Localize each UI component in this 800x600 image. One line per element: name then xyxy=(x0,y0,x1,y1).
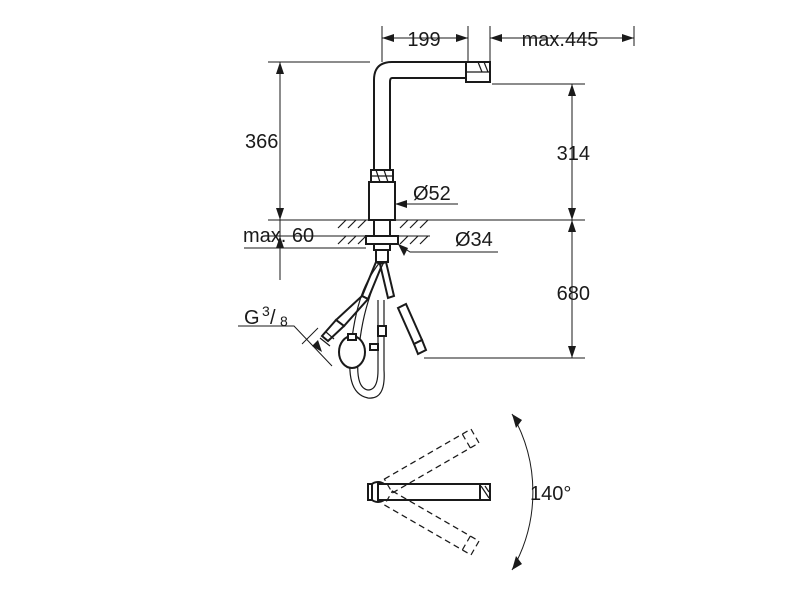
dim-diameter-52: Ø52 xyxy=(413,183,451,205)
thread-prefix: G xyxy=(244,307,260,329)
dim-680: 680 xyxy=(557,283,590,305)
faucet-top-view xyxy=(367,413,534,571)
dim-199: 199 xyxy=(407,29,440,51)
connection-thread-label: G 3 / 8 xyxy=(244,303,288,329)
thread-denominator: 8 xyxy=(280,313,288,329)
faucet-side-view xyxy=(336,61,491,263)
dim-diameter-34: Ø34 xyxy=(455,229,493,251)
dim-366: 366 xyxy=(245,131,278,153)
hoses xyxy=(319,260,428,399)
thread-slash: / xyxy=(270,307,276,329)
dim-max-445: max.445 xyxy=(522,29,599,51)
dim-314: 314 xyxy=(557,143,590,165)
dim-max-60: max. 60 xyxy=(243,225,314,247)
dimension-lines xyxy=(238,26,635,367)
thread-numerator: 3 xyxy=(262,303,270,319)
angle-140: 140° xyxy=(530,483,571,505)
